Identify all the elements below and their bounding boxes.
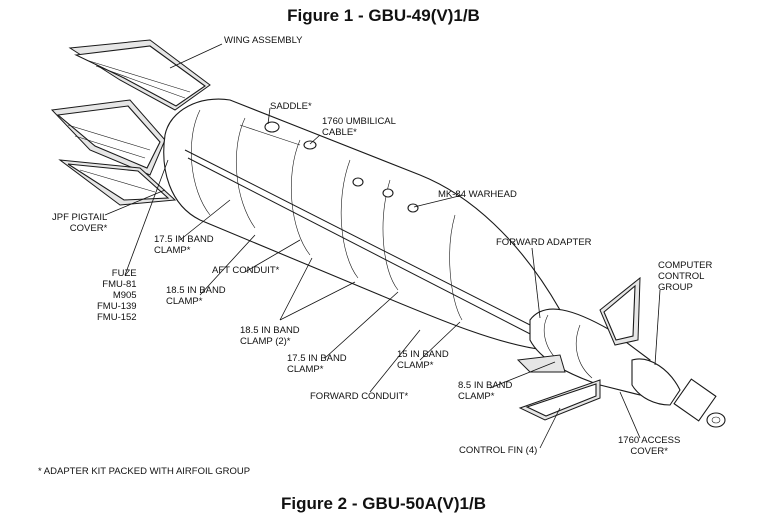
label-computer-control-group: COMPUTER CONTROL GROUP — [658, 260, 713, 293]
footnote: * ADAPTER KIT PACKED WITH AIRFOIL GROUP — [38, 466, 251, 477]
label-access-cover: 1760 ACCESS COVER* — [618, 435, 681, 457]
figure-title-top: Figure 1 - GBU-49(V)1/B — [287, 6, 480, 25]
label-umbilical-cable: 1760 UMBILICAL CABLE* — [322, 116, 396, 138]
label-band-clamp-17-5-aft: 17.5 IN BAND CLAMP* — [154, 234, 214, 256]
label-jpf-pigtail-cover: JPF PIGTAIL COVER* — [52, 212, 108, 234]
label-band-clamp-15: 15 IN BAND CLAMP* — [397, 349, 449, 371]
label-forward-conduit: FORWARD CONDUIT* — [310, 391, 409, 402]
label-control-fin: CONTROL FIN (4) — [459, 445, 538, 456]
label-saddle: SADDLE* — [270, 101, 312, 112]
label-band-clamp-18-5-x2: 18.5 IN BAND CLAMP (2)* — [240, 325, 300, 347]
label-band-clamp-18-5: 18.5 IN BAND CLAMP* — [166, 285, 226, 307]
wing-assembly-drawing — [50, 39, 211, 206]
label-mk84-warhead: MK-84 WARHEAD — [438, 189, 517, 200]
label-wing-assembly: WING ASSEMBLY — [224, 35, 303, 46]
forward-section-drawing — [516, 276, 726, 428]
leader-lines — [104, 43, 661, 449]
label-band-clamp-17-5-fwd: 17.5 IN BAND CLAMP* — [287, 353, 347, 375]
label-forward-adapter: FORWARD ADAPTER — [496, 237, 592, 248]
warhead-body-drawing — [163, 98, 561, 351]
label-fuze: FUZE FMU-81 M905 FMU-139 FMU-152 — [97, 268, 137, 323]
figure-title-bottom: Figure 2 - GBU-50A(V)1/B — [281, 494, 486, 513]
label-aft-conduit: AFT CONDUIT* — [212, 265, 280, 276]
label-band-clamp-8-5: 8.5 IN BAND CLAMP* — [458, 380, 513, 402]
